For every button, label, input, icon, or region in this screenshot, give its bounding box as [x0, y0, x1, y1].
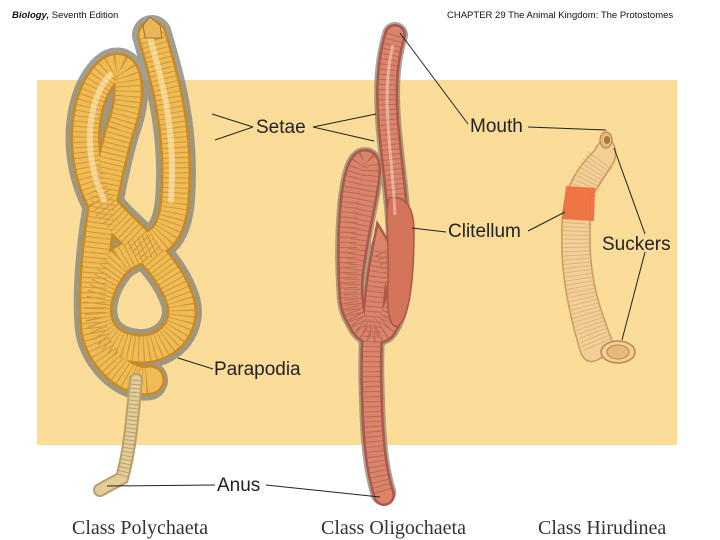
- label-parapodia: Parapodia: [214, 360, 301, 379]
- label-anus: Anus: [217, 476, 260, 495]
- label-setae: Setae: [256, 118, 306, 137]
- earthworm: [348, 35, 414, 495]
- polychaete-worm: [86, 17, 182, 490]
- label-suckers: Suckers: [602, 235, 671, 254]
- class-hirudinea-caption: Class Hirudinea: [538, 518, 666, 538]
- class-polychaeta-caption: Class Polychaeta: [72, 518, 208, 538]
- label-clitellum: Clitellum: [448, 222, 521, 241]
- label-mouth: Mouth: [470, 117, 523, 136]
- class-oligochaeta-caption: Class Oligochaeta: [321, 518, 466, 538]
